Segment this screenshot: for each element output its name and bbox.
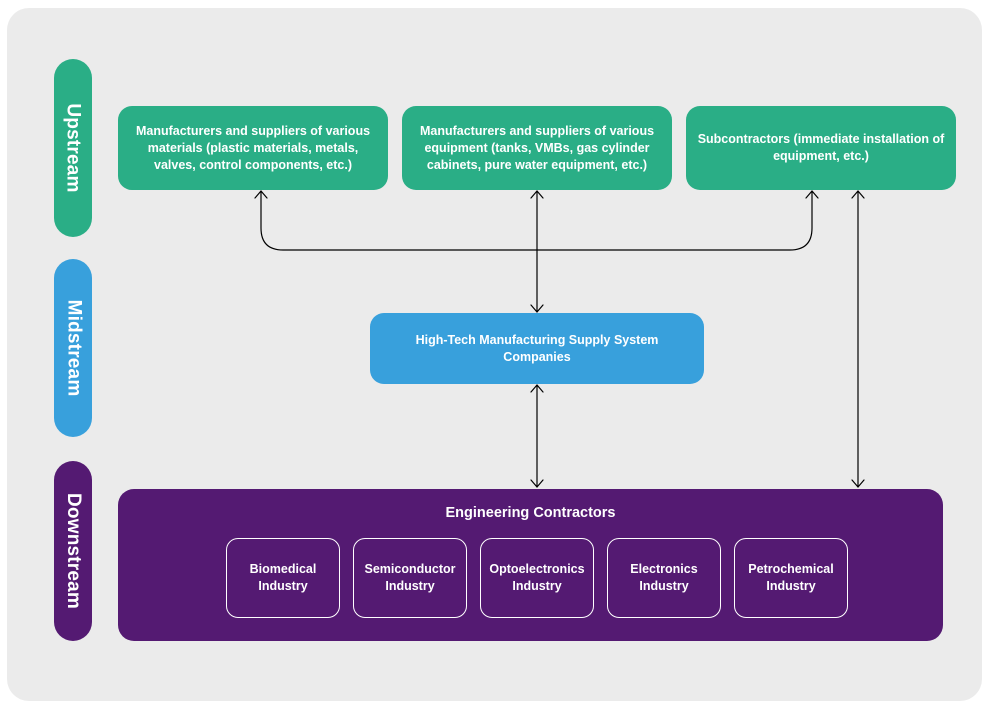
upstream-box-subcontractors: Subcontractors (immediate installation o… <box>686 106 956 190</box>
stage-label-downstream: Downstream <box>54 461 92 641</box>
stage-label-midstream: Midstream <box>54 259 92 437</box>
industry-box-biomedical: Biomedical Industry <box>226 538 340 618</box>
arrowhead-subcontractors-left <box>805 190 819 199</box>
upstream-box-materials-text: Manufacturers and suppliers of various m… <box>135 123 371 172</box>
arrowhead-equipment <box>530 190 544 199</box>
midstream-box-text: High-Tech Manufacturing Supply System Co… <box>415 332 659 364</box>
industry-semiconductor-text: Semiconductor Industry <box>364 562 456 593</box>
arrowhead-midstream-bottom <box>530 384 544 393</box>
industry-box-electronics: Electronics Industry <box>607 538 721 618</box>
industry-biomedical-text: Biomedical Industry <box>249 562 317 593</box>
upstream-box-materials: Manufacturers and suppliers of various m… <box>118 106 388 190</box>
arrowhead-midstream-top <box>530 304 544 313</box>
industry-box-semiconductor: Semiconductor Industry <box>353 538 467 618</box>
arrowhead-downstream-center <box>530 479 544 488</box>
industry-electronics-text: Electronics Industry <box>630 562 698 593</box>
arrowhead-materials <box>254 190 268 199</box>
upstream-box-subcontractors-text: Subcontractors (immediate installation o… <box>697 132 945 163</box>
downstream-box: Engineering Contractors Biomedical Indus… <box>118 489 943 641</box>
arrowhead-downstream-right <box>851 479 865 488</box>
industry-petrochemical-text: Petrochemical Industry <box>748 562 834 593</box>
stage-label-upstream: Upstream <box>54 59 92 237</box>
upstream-box-equipment: Manufacturers and suppliers of various e… <box>402 106 672 190</box>
arrowhead-subcontractors-right <box>851 190 865 199</box>
midstream-box: High-Tech Manufacturing Supply System Co… <box>370 313 704 384</box>
industry-box-optoelectronics: Optoelectronics Industry <box>480 538 594 618</box>
downstream-title: Engineering Contractors <box>445 505 616 521</box>
upstream-box-equipment-text: Manufacturers and suppliers of various e… <box>419 123 655 172</box>
industry-optoelectronics-text: Optoelectronics Industry <box>489 562 585 593</box>
industry-box-petrochemical: Petrochemical Industry <box>734 538 848 618</box>
